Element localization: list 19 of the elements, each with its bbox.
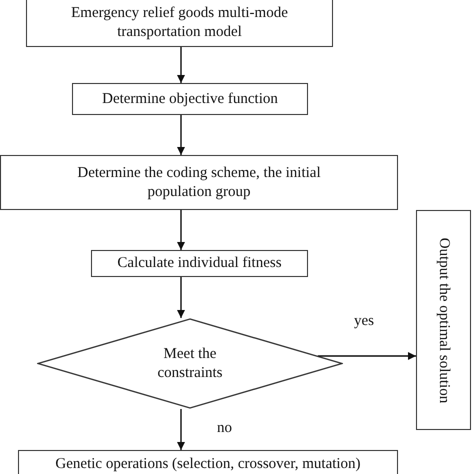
step-text: Determine objective function (102, 90, 278, 108)
process-box (26, 0, 333, 47)
step-text: Determine the coding scheme, the initial population group (76, 164, 322, 202)
arrow (177, 115, 185, 155)
arrow (177, 409, 185, 450)
step-text: Calculate individual fitness (117, 254, 282, 273)
arrow (177, 277, 185, 318)
process-box (416, 210, 471, 430)
step-text: Meet the constraints (156, 344, 224, 382)
arrow (177, 47, 185, 83)
arrow (318, 352, 416, 360)
step-text: Emergency relief goods multi-mode transportation model (70, 4, 289, 42)
process-box (72, 83, 308, 115)
arrow (177, 210, 185, 250)
process-box (91, 250, 308, 277)
step-text: Output the optimal solution (435, 237, 453, 403)
process-box (0, 155, 398, 210)
process-box (18, 450, 398, 474)
step-text: Genetic operations (selection, crossover, mutation) (55, 454, 361, 474)
